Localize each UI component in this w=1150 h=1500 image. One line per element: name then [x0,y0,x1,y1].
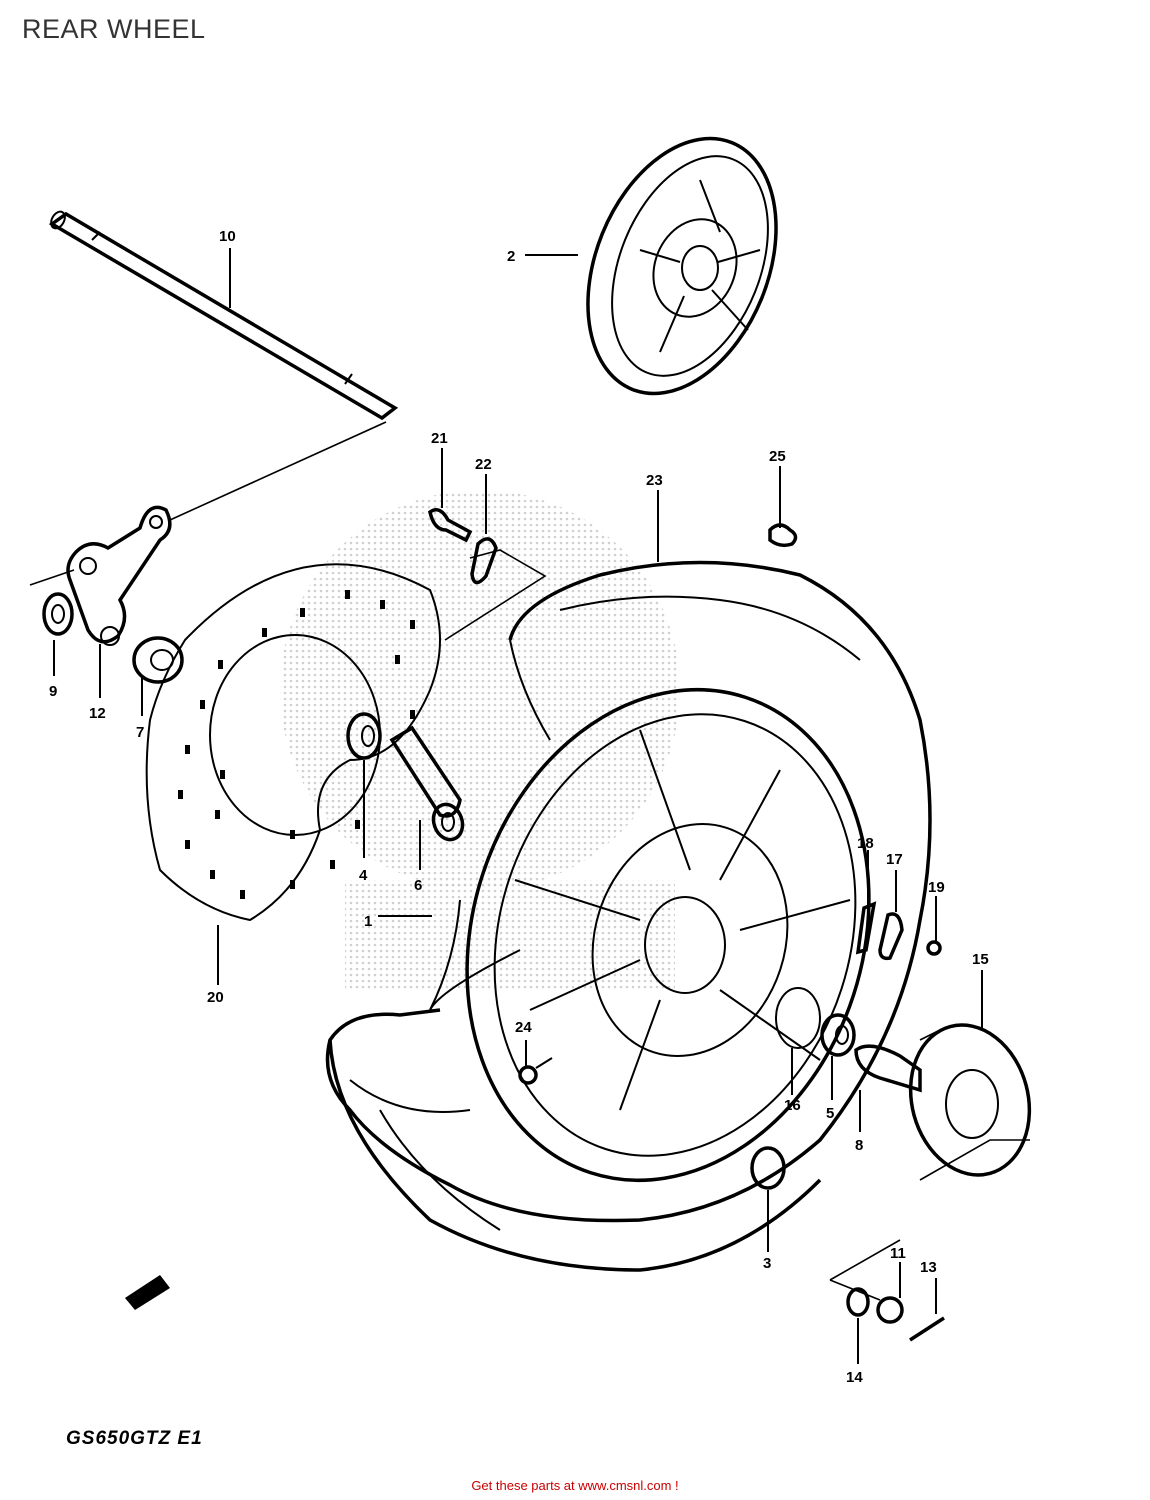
clamp [470,537,498,585]
page-title: REAR WHEEL [22,14,206,44]
spacer-sleeve [389,725,465,842]
cush-bolt [518,1057,553,1085]
axle-leader-line [169,421,387,521]
part-number-14: 14 [846,1369,863,1386]
part-number-4: 4 [359,867,368,884]
footer-link[interactable]: Get these parts at www.cmsnl.com ! [471,1478,679,1493]
part-number-15: 15 [972,951,989,968]
cotter-pin [909,1316,945,1342]
part-number-16: 16 [784,1097,801,1114]
nut [926,940,942,956]
part-number-24: 24 [515,1019,532,1036]
part-number-9: 9 [49,683,57,700]
bracket-leader [29,569,75,586]
part-number-1: 1 [364,913,372,930]
part-number-17: 17 [886,851,903,868]
part-number-7: 7 [136,724,144,741]
part-number-21: 21 [431,430,448,447]
brake-disc [145,563,441,922]
part-number-25: 25 [769,448,786,465]
part-number-13: 13 [920,1259,937,1276]
part-number-2: 2 [507,248,515,265]
part-number-10: 10 [219,228,236,245]
part-number-12: 12 [89,705,106,722]
rear-tire [325,560,932,1272]
wheel-thumbnail [586,136,778,396]
watermark-logo [280,490,680,990]
model-code: GS650GTZ E1 [66,1428,203,1449]
oil-seal [346,712,382,760]
rear-axle [48,210,399,421]
hub-leader [919,1029,1030,1181]
adjuster [878,912,904,961]
washer-14 [846,1287,870,1317]
spacer [132,636,184,684]
o-ring [775,987,821,1049]
washer [42,592,74,636]
wheel-bearing [750,1146,786,1190]
caliper-bracket [66,505,172,646]
part-number-19: 19 [928,879,945,896]
clamp-leader [444,549,547,641]
bolt [428,508,473,543]
wheel-rim [429,687,871,1183]
part-number-23: 23 [646,472,663,489]
direction-arrow-icon [125,1275,170,1310]
sprocket-drum [854,1023,1032,1177]
bearing [820,1013,856,1057]
part-number-3: 3 [763,1255,771,1272]
part-number-11: 11 [890,1245,906,1262]
part-number-18: 18 [857,835,874,852]
washer-hole [51,604,65,624]
axle-nut [876,1296,904,1324]
part-number-20: 20 [207,989,224,1006]
tire-valve [768,523,798,548]
part-number-6: 6 [414,877,422,894]
part-number-22: 22 [475,456,492,473]
part-number-8: 8 [855,1137,863,1154]
part-number-5: 5 [826,1105,834,1122]
chain-adjuster-plate [855,901,877,955]
